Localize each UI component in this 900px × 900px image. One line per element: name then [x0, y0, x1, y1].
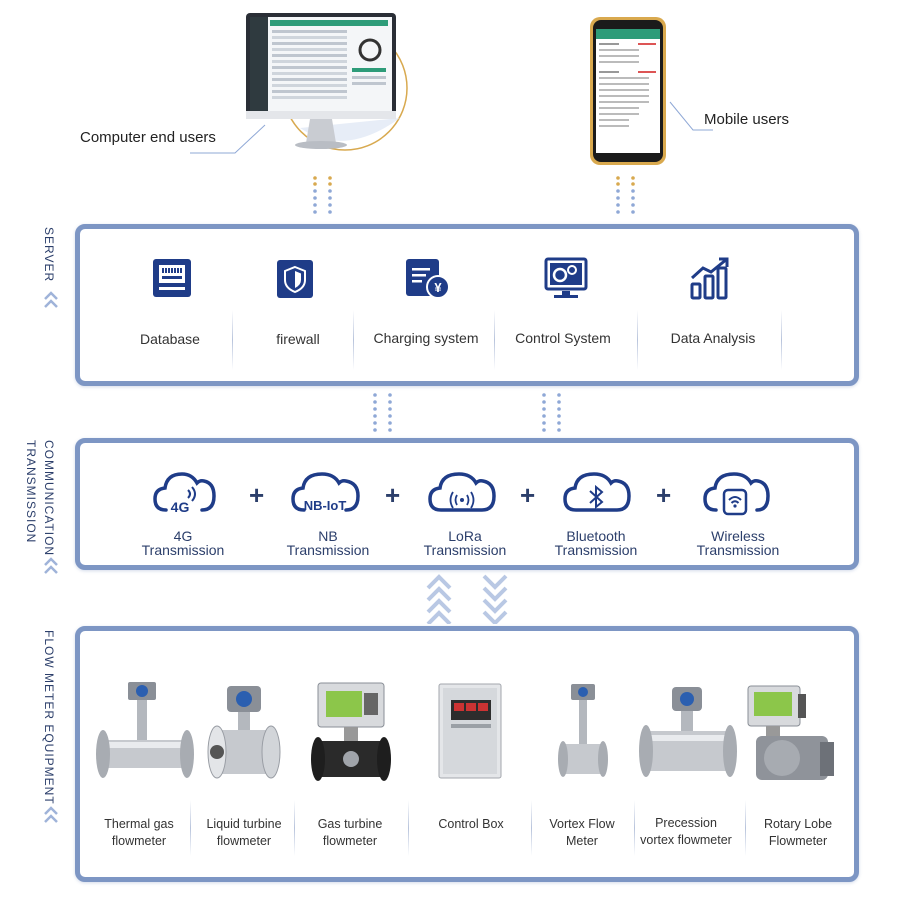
- plus-sign: +: [656, 480, 672, 510]
- cloud-4g-icon: 4G: [152, 466, 218, 521]
- liquid-turbine-flowmeter-image: [207, 684, 281, 785]
- control-box-image: [437, 682, 503, 785]
- equipment-label-line2: Flowmeter: [768, 834, 828, 848]
- mobile-phone-image: [588, 15, 668, 167]
- server-item-label: Data Analysis: [670, 330, 756, 346]
- comm-label-line1: Wireless: [711, 528, 765, 544]
- comm-label-line2: Transmission: [696, 542, 780, 558]
- comm-label-line2: Transmission: [554, 542, 638, 558]
- plus-sign: +: [249, 480, 265, 510]
- dotted-connector: [310, 175, 340, 220]
- divider: [190, 800, 191, 856]
- server-item-label: Control System: [515, 330, 611, 346]
- equipment-label-line2: flowmeter: [216, 834, 272, 848]
- equipment-label-line1: Vortex Flow: [549, 817, 615, 831]
- divider: [637, 310, 638, 370]
- equipment-label-line1: Rotary Lobe: [763, 817, 833, 831]
- dotted-connector: [539, 392, 569, 437]
- divider: [634, 800, 635, 856]
- server-item-label: Database: [140, 331, 200, 347]
- divider: [745, 800, 746, 856]
- server-panel: [75, 224, 859, 386]
- chevron-up-icon: [43, 805, 59, 832]
- comm-label-line2: Transmission: [141, 542, 225, 558]
- divider: [408, 800, 409, 856]
- server-item-label: Charging system: [373, 330, 479, 346]
- mobile-connector-line: [668, 100, 713, 135]
- comm-label-line1: Bluetooth: [566, 528, 626, 544]
- equipment-label-line1: Liquid turbine: [206, 817, 282, 831]
- comm-label-line2: Transmission: [423, 542, 507, 558]
- vortex-flow-meter-image: [557, 682, 609, 787]
- section-label-communication: COMMUNICATION TRANSMISSION: [24, 440, 56, 557]
- cloud-lora-icon: [427, 466, 497, 521]
- bar-growth-icon: [689, 256, 733, 305]
- divider: [494, 310, 495, 370]
- mobile-users-label: Mobile users: [704, 111, 790, 128]
- equipment-label-line2: flowmeter: [111, 834, 167, 848]
- comm-label-line1: LoRa: [448, 528, 482, 544]
- equipment-label-line2: flowmeter: [322, 834, 378, 848]
- chevron-up-icon: [43, 556, 59, 583]
- uplink-arrows-icon: [425, 574, 453, 629]
- cloud-wifi-icon: [702, 466, 770, 523]
- shield-icon: [276, 259, 314, 304]
- section-label-server: SERVER: [42, 227, 56, 283]
- thermal-gas-flowmeter-image: [95, 680, 195, 785]
- comm-label-line1: 4G: [173, 528, 193, 544]
- plus-sign: +: [520, 480, 536, 510]
- dotted-connector: [370, 392, 400, 437]
- cloud-bluetooth-icon: [562, 466, 632, 521]
- downlink-arrows-icon: [481, 574, 509, 629]
- divider: [294, 800, 295, 856]
- gas-turbine-flowmeter-image: [310, 681, 392, 790]
- computer-connector-line: [190, 120, 270, 155]
- equipment-label-line1: Thermal gas: [104, 817, 174, 831]
- comm-label-line1: NB: [318, 528, 338, 544]
- rotary-lobe-flowmeter-image: [746, 684, 838, 791]
- equipment-label-line2: vortex flowmeter: [640, 833, 732, 847]
- server-item-label: firewall: [276, 331, 320, 347]
- divider: [781, 310, 782, 370]
- cloud-nb-iot-icon: NB-IoT: [290, 466, 362, 523]
- gears-monitor-icon: [544, 257, 588, 304]
- equipment-label-line1: Precession: [655, 816, 717, 830]
- chevron-up-icon: [43, 290, 59, 317]
- comm-label-line2: Transmission: [286, 542, 370, 558]
- divider: [353, 310, 354, 370]
- billing-icon: ¥: [405, 258, 451, 305]
- divider: [531, 800, 532, 856]
- svg-text:4G: 4G: [171, 499, 190, 515]
- computer-users-label: Computer end users: [80, 129, 216, 146]
- svg-text:¥: ¥: [434, 280, 442, 295]
- equipment-label-line1: Control Box: [438, 817, 504, 831]
- equipment-label-line2: Meter: [566, 834, 598, 848]
- section-label-equipment: FLOW METER EQUIPMENT: [42, 630, 56, 805]
- nb-iot-badge: NB-IoT: [304, 498, 347, 513]
- precession-vortex-flowmeter-image: [638, 685, 738, 788]
- equipment-label-line1: Gas turbine: [317, 817, 383, 831]
- divider: [232, 310, 233, 370]
- database-icon: [152, 258, 192, 303]
- computer-monitor-image: [240, 8, 410, 168]
- dotted-connector: [613, 175, 643, 220]
- plus-sign: +: [385, 480, 401, 510]
